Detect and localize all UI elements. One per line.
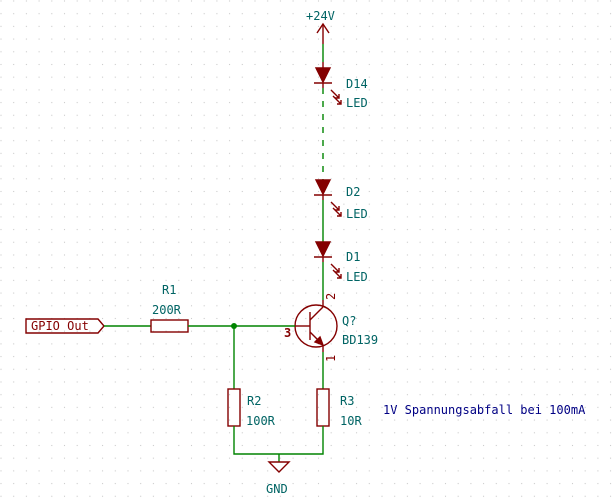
ground-label: GND [266,482,288,496]
power-24v-label: +24V [306,9,335,23]
gpio-out-label-text: GPIO_Out [31,319,89,333]
resistor-r1-value: 200R [152,303,182,317]
resistor-r3-ref: R3 [340,394,354,408]
transistor-pin-collector: 2 [324,293,338,300]
led-d1-value: LED [346,270,368,284]
led-d14-symbol[interactable] [314,62,342,105]
led-d1-symbol[interactable] [314,241,342,279]
led-d2-ref: D2 [346,185,360,199]
led-d1-ref: D1 [346,250,360,264]
transistor-pin-base: 3 [284,326,291,340]
led-d14-ref: D14 [346,77,368,91]
gpio-out-label[interactable] [25,318,105,334]
transistor-pin-emitter: 1 [324,355,338,362]
voltage-drop-note: 1V Spannungsabfall bei 100mA [383,403,586,417]
led-d2-value: LED [346,207,368,221]
transistor-value: BD139 [342,333,378,347]
led-d2-symbol[interactable] [314,179,342,217]
led-d14-value: LED [346,96,368,110]
resistor-r2-ref: R2 [247,394,261,408]
ground-symbol[interactable] [267,461,291,473]
power-24v-symbol[interactable] [316,22,330,44]
resistor-r2-value: 100R [246,414,276,428]
transistor-ref: Q? [342,314,356,328]
resistor-r1-ref: R1 [162,283,176,297]
resistor-r3-value: 10R [340,414,362,428]
